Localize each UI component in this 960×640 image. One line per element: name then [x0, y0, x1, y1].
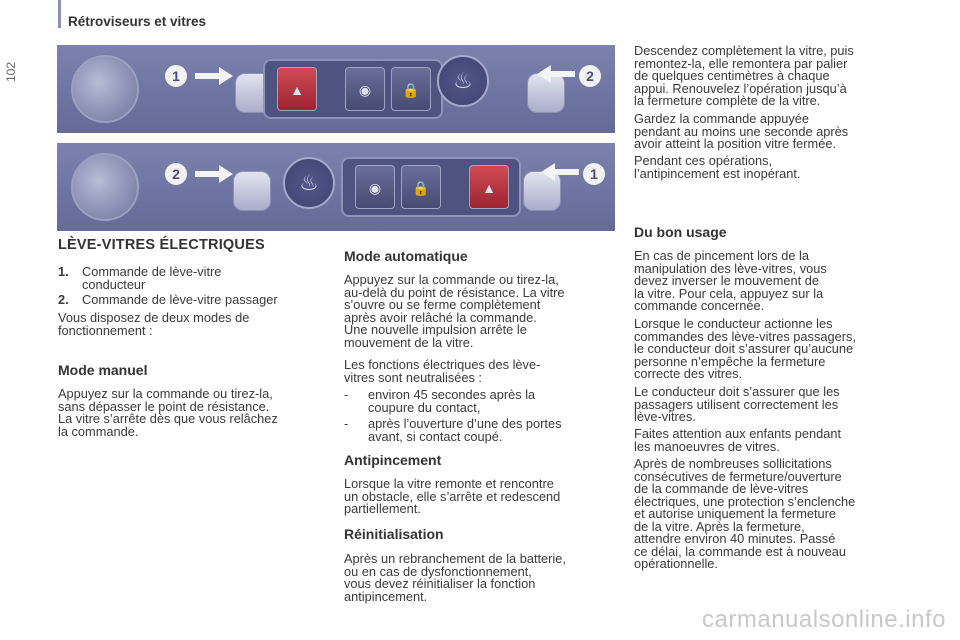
antipinch-inoperative-paragraph: Pendant ces opérations, l’antipincement …	[634, 153, 801, 181]
central-lock-icon: 🔒	[401, 165, 441, 209]
window-switch-photo-2: 2 ♨ ◉ 🔒 ▲ 1	[57, 143, 615, 231]
window-switch-photo-1: 1 ▲ ◉ 🔒 ♨ 2	[57, 45, 615, 133]
subheading-good-usage: Du bon usage	[634, 224, 727, 240]
item-number: 2.	[58, 292, 69, 307]
watermark: carmanualsonline.info	[702, 606, 946, 633]
subheading-manual-mode: Mode manuel	[58, 362, 148, 378]
list-item: 2. Commande de lève-vitre passager	[58, 292, 328, 307]
item-number: 1.	[58, 264, 69, 279]
child-lock-icon: ◉	[355, 165, 395, 209]
list-item: 1. Commande de lève-vitre conducteur	[58, 264, 328, 292]
page-number: 102	[4, 61, 18, 82]
usage-paragraph-3: Le conducteur doit s’assurer que les pas…	[634, 384, 840, 424]
seat-heater-icon: ♨	[437, 55, 489, 107]
window-switch-2	[233, 171, 271, 211]
reinitialisation-paragraph: Après un rebranchement de la batterie, o…	[344, 551, 566, 604]
hazard-button-icon: ▲	[277, 67, 317, 111]
callout-number: 1	[165, 65, 187, 87]
bullet-item: - environ 45 secondes après la coupure d…	[344, 387, 536, 415]
auto-mode-paragraph: Appuyez sur la commande ou tirez-la, au-…	[344, 272, 565, 350]
neutralization-paragraph: Les fonctions électriques des lève- vitr…	[344, 357, 541, 385]
antipinch-paragraph: Lorsque la vitre remonte et rencontre un…	[344, 476, 561, 516]
central-lock-icon: 🔒	[391, 67, 431, 111]
callout-number: 2	[165, 163, 187, 185]
reinit-procedure-paragraph: Descendez complètement la vitre, puis re…	[634, 43, 854, 108]
callout-number: 1	[583, 163, 605, 185]
subheading-antipinch: Antipincement	[344, 452, 442, 468]
item-text-line: conducteur	[82, 276, 146, 292]
hazard-button-icon: ▲	[469, 165, 509, 209]
hold-command-paragraph: Gardez la commande appuyée pendant au mo…	[634, 111, 849, 151]
center-control-panel: ◉ 🔒 ▲	[341, 157, 521, 217]
arrow-left-icon	[541, 163, 579, 181]
usage-paragraph-5: Après de nombreuses sollicitations consé…	[634, 456, 856, 571]
usage-paragraph-1: En cas de pincement lors de la manipulat…	[634, 248, 827, 313]
manual-mode-paragraph: Appuyez sur la commande ou tirez-la, san…	[58, 386, 278, 439]
arrow-right-icon	[195, 165, 233, 183]
child-lock-icon: ◉	[345, 67, 385, 111]
usage-paragraph-2: Lorsque le conducteur actionne les comma…	[634, 316, 856, 381]
intro-paragraph: Vous disposez de deux modes de fonctionn…	[58, 310, 250, 338]
item-text-line: Commande de lève-vitre	[82, 264, 222, 279]
item-text-line: Commande de lève-vitre passager	[82, 292, 278, 307]
seat-heater-icon: ♨	[283, 157, 335, 209]
subheading-auto-mode: Mode automatique	[344, 248, 468, 264]
center-control-panel: ▲ ◉ 🔒	[263, 59, 443, 119]
section-heading-electric-windows: LÈVE-VITRES ÉLECTRIQUES	[58, 237, 265, 253]
subheading-reinitialisation: Réinitialisation	[344, 526, 444, 542]
door-handle-knob	[71, 55, 139, 123]
arrow-right-icon	[195, 67, 233, 85]
header-accent-bar	[58, 0, 61, 28]
door-handle-knob	[71, 153, 139, 221]
usage-paragraph-4: Faites attention aux enfants pendant les…	[634, 426, 842, 454]
page-header-title: Rétroviseurs et vitres	[68, 14, 207, 29]
arrow-left-icon	[537, 65, 575, 83]
bullet-item: - après l’ouverture d’une des portes ava…	[344, 416, 562, 444]
callout-number: 2	[579, 65, 601, 87]
